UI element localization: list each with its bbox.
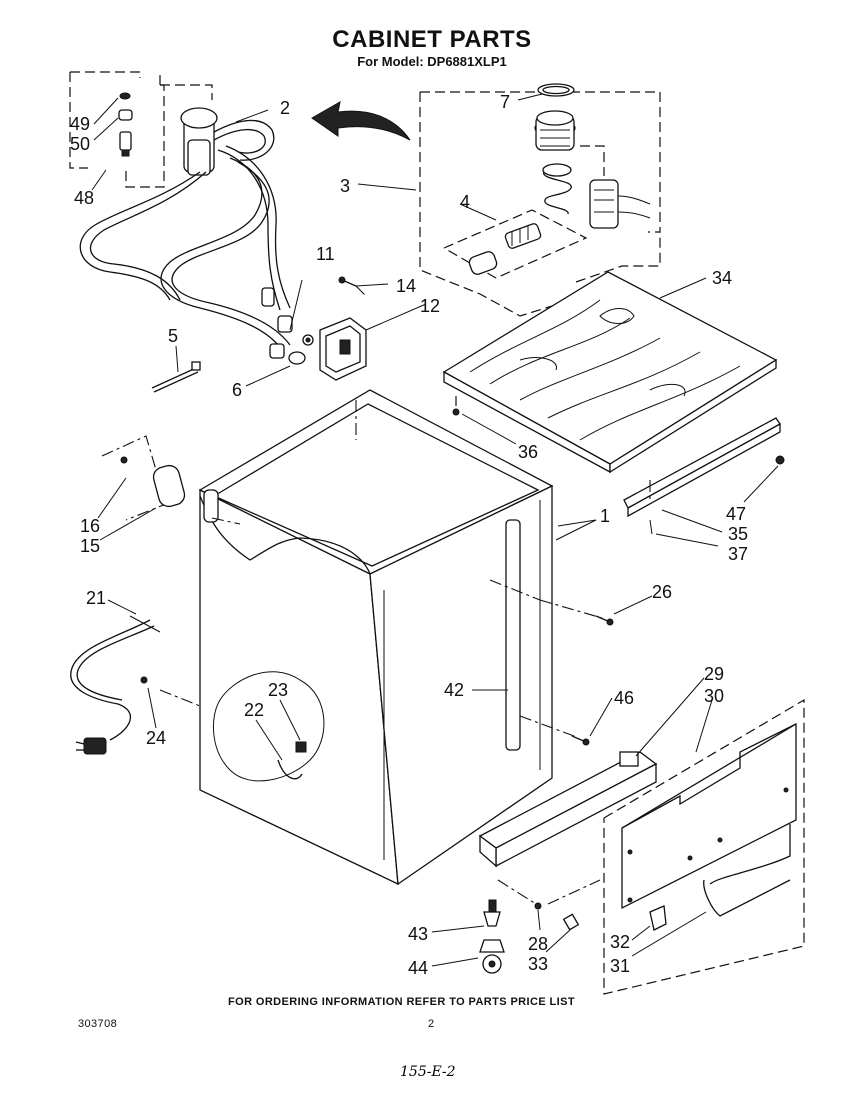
callout-22: 22	[244, 700, 264, 720]
callout-37: 37	[728, 544, 748, 564]
callout-2: 2	[280, 98, 290, 118]
part-31-handle	[703, 879, 791, 917]
callout-44: 44	[408, 958, 428, 978]
callout-36: 36	[518, 442, 538, 462]
callout-3: 3	[340, 176, 350, 196]
part-44-caster	[479, 939, 505, 974]
part-49-washer	[119, 92, 131, 100]
callout-49: 49	[70, 114, 90, 134]
ordering-note: FOR ORDERING INFORMATION REFER TO PARTS …	[228, 996, 575, 1008]
callout-34: 34	[712, 268, 732, 288]
part-26-screw	[539, 599, 614, 626]
part-46-screw	[519, 715, 590, 746]
callout-5: 5	[168, 326, 178, 346]
part-34-wood-top	[442, 271, 778, 474]
callout-42: 42	[444, 680, 464, 700]
callout-16: 16	[80, 516, 100, 536]
callout-6: 6	[232, 380, 242, 400]
callout-32: 32	[610, 932, 630, 952]
callout-14: 14	[396, 276, 416, 296]
part-35-rail	[623, 417, 785, 535]
part-12-bracket	[319, 317, 367, 381]
callout-7: 7	[500, 92, 510, 112]
callout-26: 26	[652, 582, 672, 602]
callout-50: 50	[70, 134, 90, 154]
page-title: CABINET PARTS	[332, 26, 532, 53]
part-15-cord-bracket	[101, 435, 186, 521]
callout-33: 33	[528, 954, 548, 974]
part-30-lower-panel	[603, 698, 805, 995]
part-2-inlet-valve-hose	[79, 84, 293, 359]
part-4-pump	[443, 209, 588, 279]
part-50-filter	[118, 109, 133, 157]
leader-lines	[91, 93, 779, 967]
part-28-screw	[497, 879, 542, 910]
part-29-base-rail	[478, 751, 658, 868]
callout-21: 21	[86, 588, 106, 608]
callout-23: 23	[268, 680, 288, 700]
callout-24: 24	[146, 728, 166, 748]
part-32-clip	[649, 905, 667, 931]
part-21-power-cord	[70, 615, 161, 755]
direction-arrow	[311, 101, 411, 141]
callout-4: 4	[460, 192, 470, 212]
part-14-screw	[338, 276, 367, 297]
part-1-cabinet	[159, 389, 554, 886]
callout-labels: 1 2 3 4 5 6 7 11 12 14 15 16 21 22 23 24…	[70, 92, 748, 978]
part-6-clamp	[288, 351, 306, 365]
part-3-dispenser-assembly	[419, 83, 661, 317]
callout-46: 46	[614, 688, 634, 708]
handwritten-code: 155-E-2	[400, 1064, 456, 1080]
part-33-clip	[547, 879, 601, 931]
page-number: 2	[428, 1018, 435, 1030]
callout-47: 47	[726, 504, 746, 524]
callout-29: 29	[704, 664, 724, 684]
callout-15: 15	[80, 536, 100, 556]
callout-35: 35	[728, 524, 748, 544]
callout-11: 11	[316, 244, 335, 264]
callout-28: 28	[528, 934, 548, 954]
part-11-washer	[302, 334, 314, 346]
part-43-leveler	[483, 899, 501, 927]
model-subtitle: For Model: DP6881XLP1	[357, 54, 507, 69]
part-7-gasket	[537, 83, 575, 97]
callout-31: 31	[610, 956, 630, 976]
callout-12: 12	[420, 296, 440, 316]
diagram-number: 303708	[78, 1018, 118, 1030]
callout-30: 30	[704, 686, 724, 706]
callout-43: 43	[408, 924, 428, 944]
callout-1: 1	[600, 506, 610, 526]
callout-48: 48	[74, 188, 94, 208]
part-5-wire-tie	[151, 361, 201, 393]
